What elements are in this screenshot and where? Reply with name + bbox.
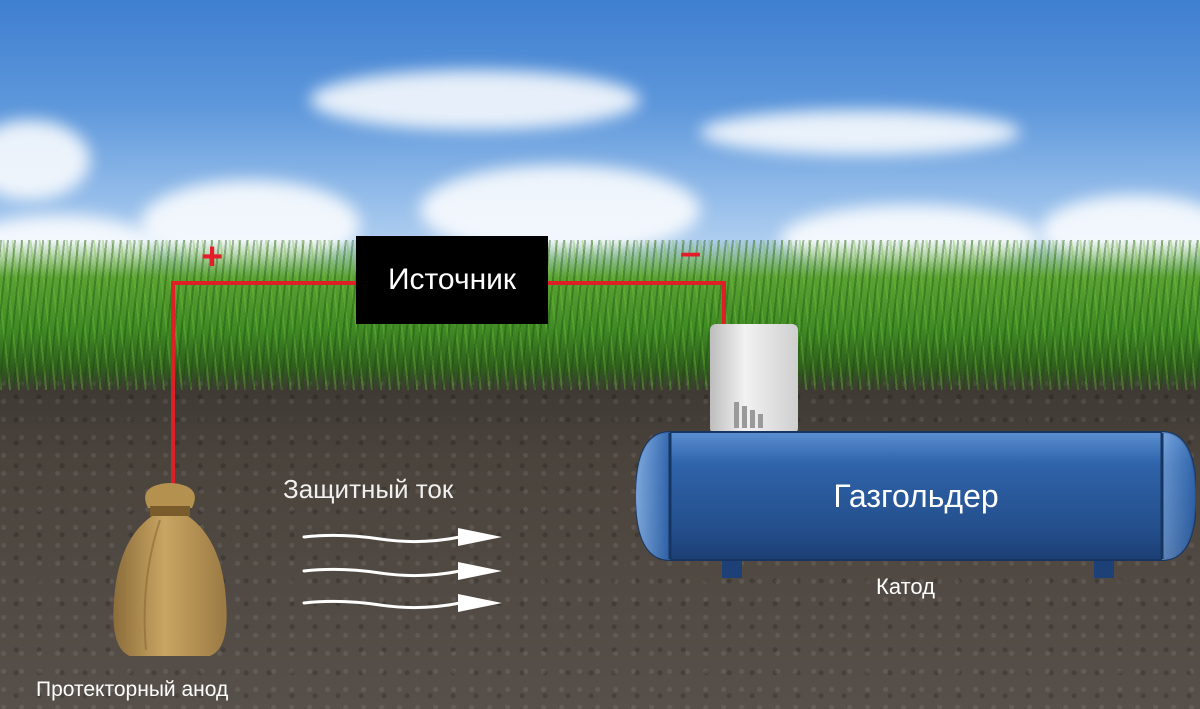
valve-fittings xyxy=(734,402,763,428)
cloud xyxy=(700,110,1020,155)
arrow-head-icon xyxy=(458,594,502,612)
gas-holder-tank xyxy=(636,431,1196,578)
positive-terminal-sign: + xyxy=(201,236,224,278)
cloud xyxy=(0,120,90,200)
current-flow-arrows xyxy=(302,528,502,612)
grass-layer xyxy=(0,240,1200,390)
tank-label-area: Газгольдер xyxy=(636,430,1196,562)
sacrificial-anode-bag xyxy=(113,483,227,656)
positive-wire-vertical xyxy=(171,281,175,486)
anode-label: Протекторный анод xyxy=(36,678,229,701)
tank-label: Газгольдер xyxy=(833,477,999,514)
cloud xyxy=(310,70,640,130)
positive-wire-horizontal xyxy=(171,281,358,285)
protective-current-label: Защитный ток xyxy=(283,474,454,504)
arrow-head-icon xyxy=(458,562,502,580)
power-source-label: Источник xyxy=(387,263,517,296)
cathode-label: Катод xyxy=(876,574,935,599)
negative-terminal-sign: – xyxy=(680,232,702,274)
tank-riser-cap xyxy=(710,324,798,434)
negative-wire-horizontal xyxy=(546,281,726,285)
power-source-box: Источник xyxy=(356,236,548,324)
arrow-head-icon xyxy=(458,528,502,546)
